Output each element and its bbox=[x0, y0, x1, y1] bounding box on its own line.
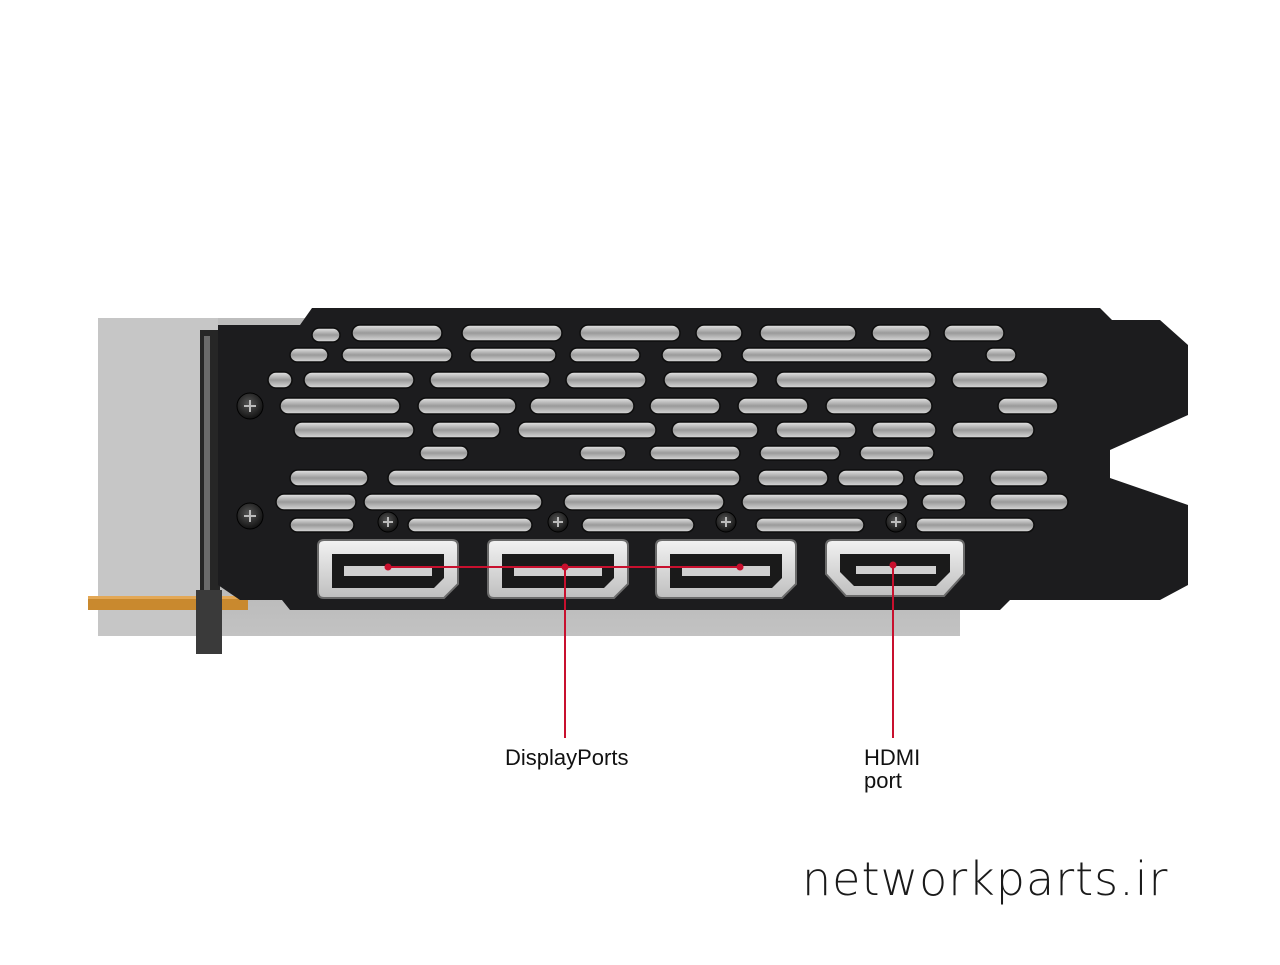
screw-icon bbox=[715, 511, 737, 533]
vent-slots bbox=[267, 324, 1069, 533]
hdmi-label-line1: HDMI bbox=[864, 745, 921, 770]
displayport-connector-2 bbox=[487, 539, 629, 599]
displayport-connector-3 bbox=[655, 539, 797, 599]
watermark-text: networkparts.ir bbox=[802, 852, 1169, 906]
displayports-label: DisplayPorts bbox=[505, 745, 629, 770]
hdmi-label-line2: port bbox=[864, 768, 902, 793]
screw-icon bbox=[236, 392, 264, 420]
bracket-tab bbox=[196, 330, 222, 654]
leader-dot bbox=[384, 563, 392, 571]
leader-dot bbox=[736, 563, 744, 571]
screw-icon bbox=[885, 511, 907, 533]
screw-icon bbox=[236, 502, 264, 530]
leader-dot bbox=[889, 561, 897, 569]
pcb-edge bbox=[88, 596, 248, 610]
hdmi-connector bbox=[825, 539, 965, 597]
hdmi-port-label: HDMI port bbox=[864, 746, 920, 792]
screw-icon bbox=[547, 511, 569, 533]
screw-icon bbox=[377, 511, 399, 533]
leader-dot bbox=[561, 563, 569, 571]
bracket-screws bbox=[236, 392, 907, 533]
callout-leaders bbox=[384, 561, 897, 738]
